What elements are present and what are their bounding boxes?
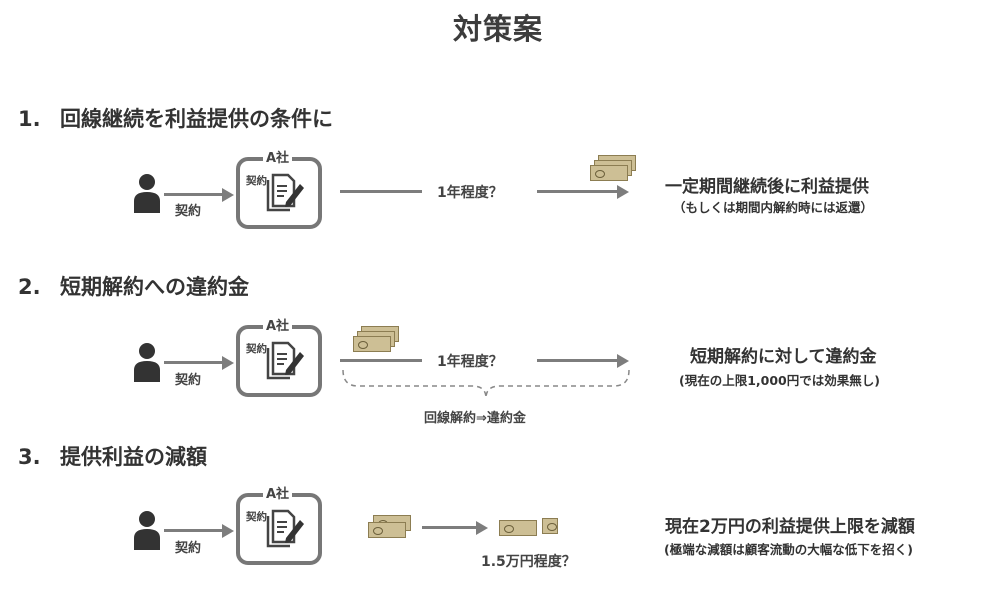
section-2-heading: 2. 短期解約への違約金: [18, 271, 249, 301]
result-sub: （もしくは期間内解約時には返還）: [673, 200, 874, 215]
document-label: 契約: [246, 343, 267, 355]
section-3-heading: 3. 提供利益の減額: [18, 441, 207, 471]
timeline-line: [537, 190, 619, 193]
user-contract-label: 契約: [175, 204, 202, 219]
arrow-line: [164, 193, 224, 196]
section-2-number: 2.: [18, 275, 41, 299]
company-label: A社: [263, 483, 293, 502]
result-sub: (極端な減額は顧客流動の大幅な低下を招く): [664, 542, 913, 557]
amount-label: 1.5万円程度？: [481, 554, 576, 570]
timeline-line: [537, 359, 619, 362]
arrow-right-icon: [617, 185, 629, 199]
banknote-icon: [499, 518, 559, 538]
section-1-title: 回線継続を利益提供の条件に: [60, 107, 333, 131]
banknote-icon: [368, 515, 412, 539]
result-sub: (現在の上限1,000円では効果無し): [679, 373, 880, 388]
section-2-title: 短期解約への違約金: [60, 275, 249, 299]
section-1-number: 1.: [18, 107, 41, 131]
user-contract-label: 契約: [175, 373, 202, 388]
company-label: A社: [263, 315, 293, 334]
company-label: A社: [263, 147, 293, 166]
section-3-number: 3.: [18, 445, 41, 469]
timeline-line: [340, 190, 422, 193]
dashed-brace: [342, 369, 630, 399]
arrow-right-icon: [222, 188, 234, 202]
user-contract-label: 契約: [175, 541, 202, 556]
document-pen-icon: [266, 509, 304, 548]
document-label: 契約: [246, 511, 267, 523]
arrow-line: [164, 361, 224, 364]
arrow-line: [422, 526, 478, 529]
banknote-icon: [353, 326, 401, 352]
document-pen-icon: [266, 173, 304, 212]
result-main: 現在2万円の利益提供上限を減額: [665, 517, 915, 537]
page-title: 対策案: [452, 12, 543, 46]
arrow-right-icon: [617, 354, 629, 368]
section-3-title: 提供利益の減額: [60, 445, 207, 469]
person-icon: [134, 174, 160, 213]
document-label: 契約: [246, 175, 267, 187]
arrow-right-icon: [222, 524, 234, 538]
banknote-icon: [590, 155, 638, 181]
result-main: 一定期間継続後に利益提供: [665, 177, 869, 197]
person-icon: [134, 343, 160, 382]
arrow-right-icon: [476, 521, 488, 535]
person-icon: [134, 511, 160, 550]
period-label: 1年程度？: [437, 185, 503, 201]
section-1-heading: 1. 回線継続を利益提供の条件に: [18, 103, 333, 133]
timeline-line: [340, 359, 422, 362]
contract-box: [236, 325, 322, 397]
document-pen-icon: [266, 341, 304, 380]
arrow-line: [164, 529, 224, 532]
result-main: 短期解約に対して違約金: [690, 347, 877, 367]
brace-label: 回線解約⇒違約金: [424, 411, 526, 426]
arrow-right-icon: [222, 356, 234, 370]
period-label: 1年程度？: [437, 354, 503, 370]
